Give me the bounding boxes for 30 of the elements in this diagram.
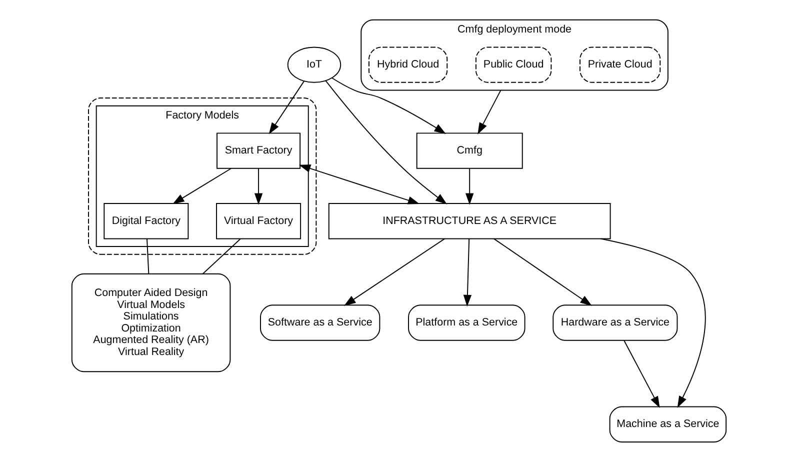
arrow xyxy=(624,340,660,408)
arrow xyxy=(344,238,446,306)
arrow xyxy=(465,168,474,205)
arrow xyxy=(478,90,502,134)
arrow xyxy=(332,78,446,134)
node-box: Machine as a Service xyxy=(609,406,727,442)
node-box: Computer Aided Design Virtual Models Simulations Optimization Augmented Reality (AR) Virtual Reality xyxy=(71,273,231,372)
node-box: Platform as a Service xyxy=(408,304,526,341)
arrow xyxy=(600,238,706,408)
node-box: Private Cloud xyxy=(580,46,661,83)
node-box: Hybrid Cloud xyxy=(368,46,448,83)
connector xyxy=(146,238,150,274)
arrow xyxy=(325,80,448,204)
arrow xyxy=(268,80,305,134)
node-box: Software as a Service xyxy=(260,304,380,341)
cluster xyxy=(88,98,317,255)
connector xyxy=(202,238,241,274)
arrow xyxy=(298,164,420,204)
node-ellipse: IoT xyxy=(287,46,342,83)
node-box: Smart Factory xyxy=(216,132,301,169)
arrow xyxy=(254,168,263,205)
node-box: Virtual Factory xyxy=(216,203,302,240)
arrow xyxy=(493,238,592,306)
node-box: Digital Factory xyxy=(104,203,189,240)
node-box: Hardware as a Service xyxy=(552,304,678,341)
node-box: Public Cloud xyxy=(475,46,552,83)
node-box: INFRASTRUCTURE AS A SERVICE xyxy=(328,203,611,240)
node-box: Cmfg xyxy=(416,132,523,169)
arrow xyxy=(172,168,232,204)
arrow xyxy=(463,238,472,307)
